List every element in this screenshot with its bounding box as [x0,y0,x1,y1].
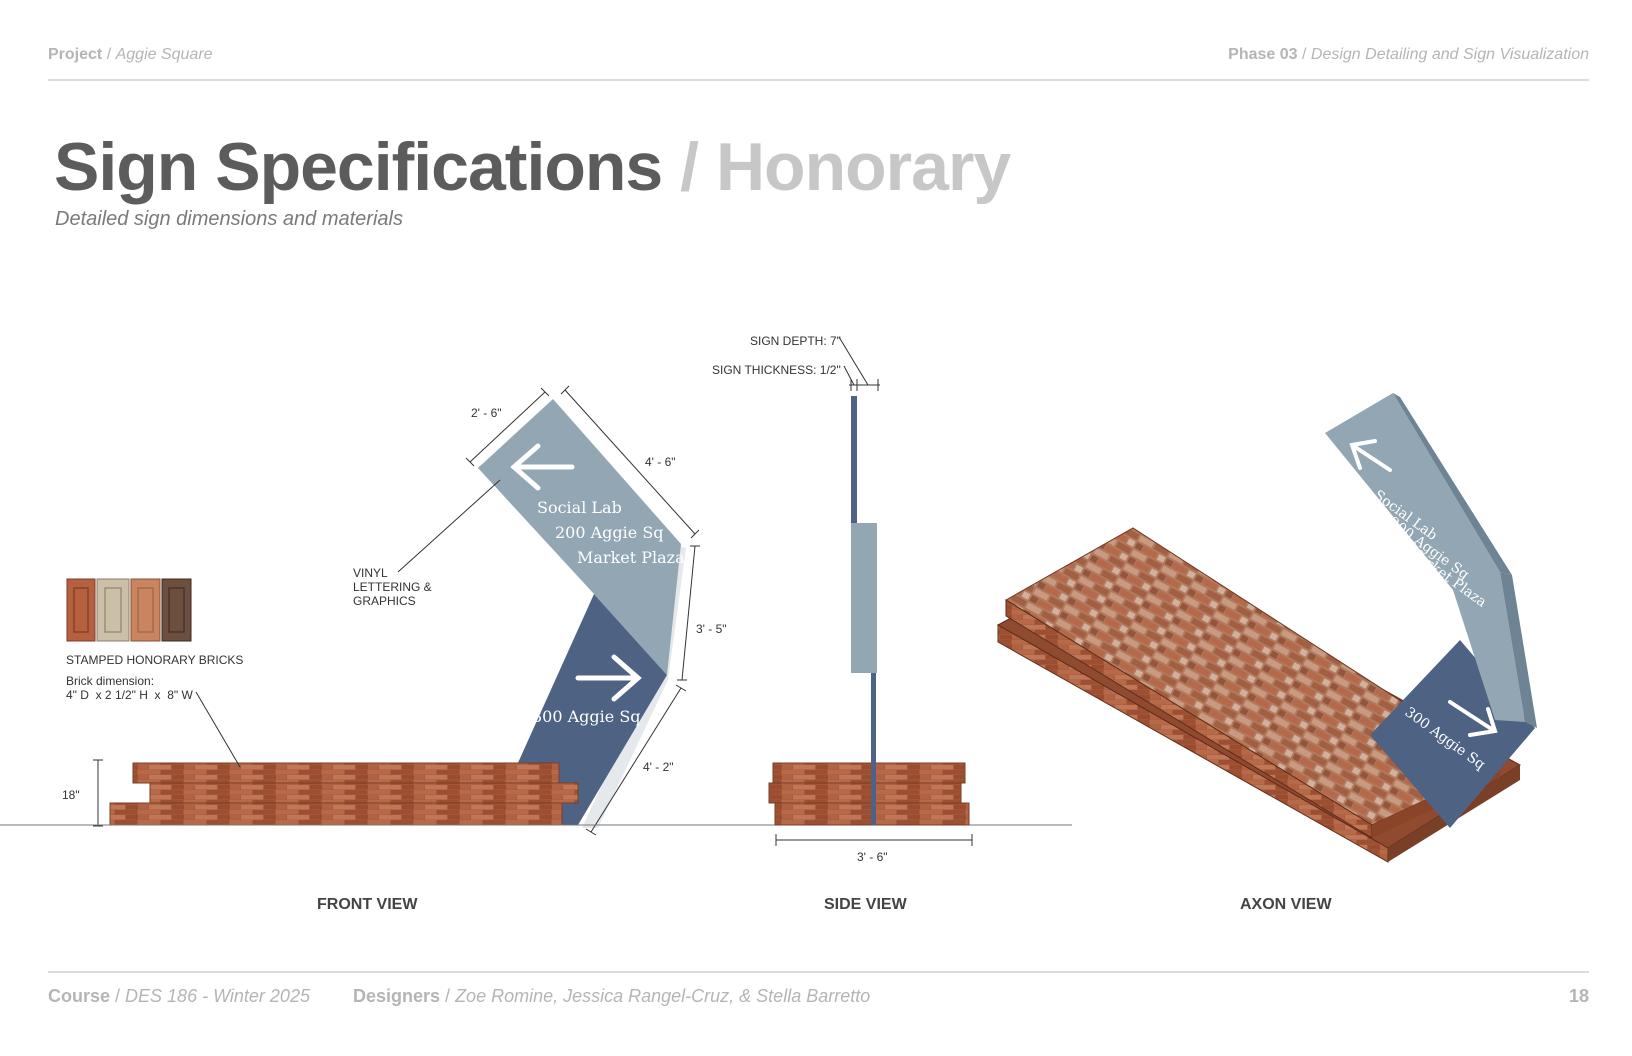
dim-label-upper-length: 4' - 6" [645,455,676,469]
vinyl-leader-line [397,479,501,573]
dim-label-base-height: 18" [62,788,80,802]
brick-dimension-label: Brick dimension: [66,674,155,688]
front-view-label: FRONT VIEW [317,896,418,913]
dim-line-upper-length [564,389,696,535]
right-arrow-icon [575,654,642,702]
sign-thickness-label: SIGN THICKNESS: 1/2" [712,363,841,377]
dim-label-top-width: 2' - 6" [471,406,502,420]
front-brick-base [109,762,579,826]
dim-label-lower-length: 4' - 2" [643,760,674,774]
designers-names: Zoe Romine, Jessica Rangel-Cruz, & Stell… [455,986,871,1006]
brick-swatches [66,578,192,642]
side-view-drawing [768,336,973,846]
axon-view-drawing: Social Lab 200 Aggie Sq Market Plaza 300… [996,393,1537,863]
sign-depth-label: SIGN DEPTH: 7" [750,334,841,348]
page-title-accent: Honorary [715,129,1011,205]
dim-line-top-width [469,391,546,463]
brick-leader-line [195,691,241,768]
front-sign-text-line-1: Social Lab [537,498,622,517]
page-number: 18 [1568,986,1589,1006]
project-name: Aggie Square [115,46,213,63]
depth-leader-line [838,336,869,386]
phase-separator: / [1297,46,1311,63]
designers-footer: Designers / Zoe Romine, Jessica Rangel-C… [353,986,870,1007]
phase-label: Phase 03 [1228,46,1298,63]
front-sign-text-line-3: Market Plaza [577,548,685,567]
phase-header: Phase 03 / Design Detailing and Sign Vis… [1228,46,1589,64]
axon-right-arrow-icon [1448,700,1498,737]
left-arrow-icon [510,443,575,491]
vinyl-callout-line-2: LETTERING & [353,580,432,594]
page-title-separator: / [662,129,716,205]
front-view-drawing: Social Lab 200 Aggie Sq Market Plaza 300… [66,385,700,836]
axon-sign-upper-panel [1325,393,1525,722]
side-sign-profile [851,396,877,673]
course-label: Course [48,986,111,1006]
course-name: DES 186 - Winter 2025 [125,986,310,1006]
header-divider [48,79,1589,81]
vinyl-callout-line-3: GRAPHICS [353,594,416,608]
front-sign-text-lower: 300 Aggie Sq [532,707,641,726]
footer-divider [48,971,1589,973]
brick-dimension-value: 4" D x 2 1/2" H x 8" W [66,688,193,702]
dim-label-middle: 3' - 5" [696,622,727,636]
axon-left-arrow-icon [1349,439,1392,472]
side-sign-post [871,673,876,825]
axon-view-label: AXON VIEW [1240,896,1332,913]
phase-name: Design Detailing and Sign Visualization [1310,46,1589,63]
project-label: Project [48,46,103,63]
page-title: Sign Specifications / Honorary [54,128,1011,206]
dim-line-middle [681,545,696,681]
side-view-label: SIDE VIEW [824,896,907,913]
page-title-main: Sign Specifications [54,129,663,205]
vinyl-callout: VINYL LETTERING & GRAPHICS [353,566,432,608]
dim-label-side-base: 3' - 6" [857,850,888,864]
project-header: Project / Aggie Square [48,46,213,64]
designers-label: Designers [353,986,441,1006]
thickness-leader-line [843,365,855,386]
front-sign-text-line-2: 200 Aggie Sq [555,523,664,542]
course-separator: / [110,986,126,1006]
designers-separator: / [440,986,456,1006]
page-subtitle: Detailed sign dimensions and materials [55,208,403,230]
dim-line-lower-length [590,687,682,833]
vinyl-callout-line-1: VINYL [353,566,388,580]
course-footer: Course / DES 186 - Winter 2025 [48,986,310,1007]
project-separator: / [102,46,116,63]
brick-swatch-title: STAMPED HONORARY BRICKS [66,653,244,667]
